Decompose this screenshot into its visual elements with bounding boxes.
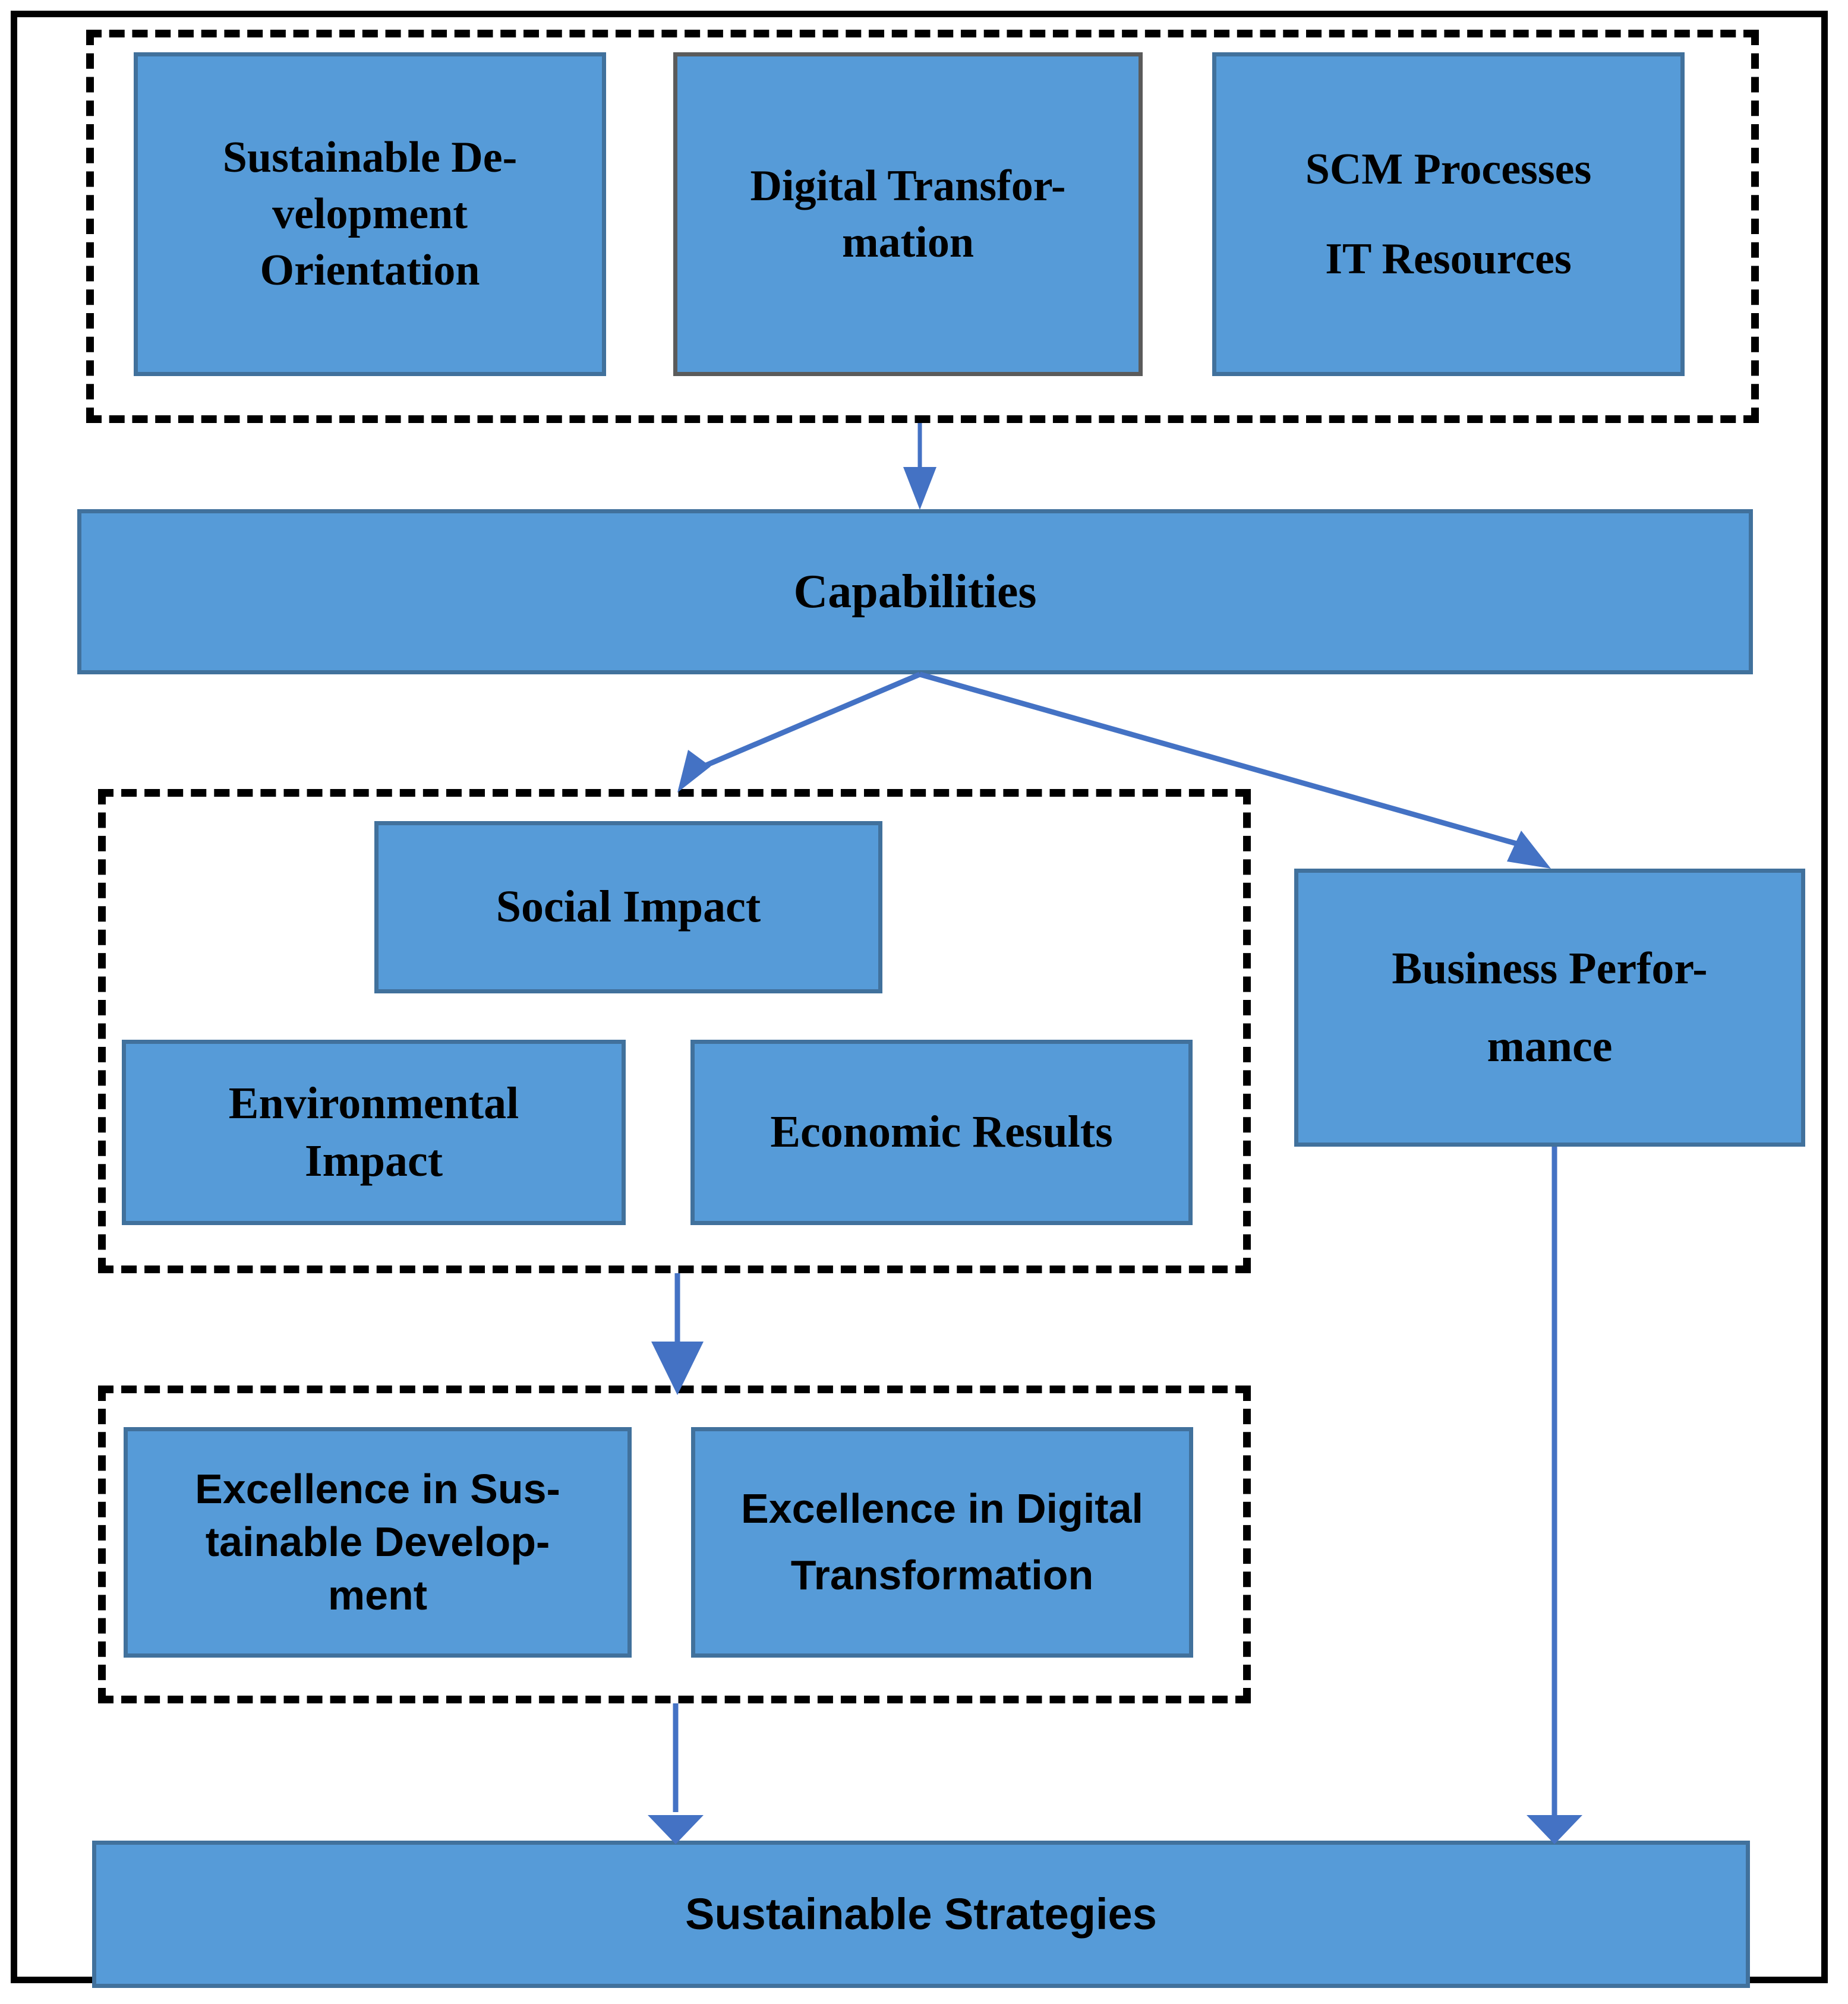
node-label-line-1: Excellence in Sus- bbox=[195, 1465, 560, 1512]
node-label: Environmental Impact bbox=[132, 1075, 616, 1191]
node-label: Capabilities bbox=[793, 565, 1037, 618]
node-label: Digital Transfor- mation bbox=[683, 158, 1133, 270]
node-label: Excellence in Digital Transformation bbox=[701, 1482, 1183, 1602]
node-label: Business Perfor- mance bbox=[1304, 940, 1795, 1076]
node-label: Social Impact bbox=[496, 882, 761, 932]
node-label-line-2: tainable Develop- bbox=[205, 1519, 550, 1566]
node-social-impact[interactable]: Social Impact bbox=[374, 821, 882, 993]
node-sustainable-strategies[interactable]: Sustainable Strategies bbox=[92, 1841, 1750, 1988]
node-label: Sustainable Strategies bbox=[685, 1889, 1157, 1939]
node-business-performance[interactable]: Business Perfor- mance bbox=[1294, 869, 1805, 1147]
node-capabilities[interactable]: Capabilities bbox=[77, 509, 1753, 674]
node-label: Economic Results bbox=[770, 1107, 1113, 1157]
node-label: Sustainable De- velopment Orientation bbox=[144, 130, 596, 298]
node-label-line-2: Impact bbox=[304, 1136, 443, 1186]
node-label-line-1: Business Perfor- bbox=[1392, 943, 1708, 993]
node-label-line-1: Excellence in Digital bbox=[741, 1485, 1143, 1532]
node-label-line-scm-processes: SCM Processes bbox=[1305, 144, 1592, 194]
node-label: Excellence in Sus- tainable Develop- men… bbox=[134, 1463, 622, 1623]
node-label-line-1: Environmental bbox=[228, 1078, 519, 1128]
node-label-line-1: Digital Transfor- bbox=[750, 161, 1066, 210]
node-label-line-2: mation bbox=[842, 217, 974, 267]
node-economic-results[interactable]: Economic Results bbox=[690, 1040, 1193, 1225]
node-label-line-it-resources: IT Resources bbox=[1325, 234, 1572, 283]
node-excellence-in-digital-transformation[interactable]: Excellence in Digital Transformation bbox=[691, 1427, 1193, 1658]
node-label-line-3: Orientation bbox=[260, 245, 480, 295]
node-label-line-3: ment bbox=[327, 1571, 428, 1618]
antecedents-group bbox=[86, 30, 1759, 423]
node-label-line-1: Sustainable De- bbox=[222, 133, 518, 182]
node-label-line-2: Transformation bbox=[790, 1552, 1094, 1598]
node-scm-processes-it-resources[interactable]: SCM Processes IT Resources bbox=[1212, 52, 1685, 376]
node-sustainable-development-orientation[interactable]: Sustainable De- velopment Orientation bbox=[134, 52, 606, 376]
node-environmental-impact[interactable]: Environmental Impact bbox=[122, 1040, 626, 1225]
node-label-line-2: mance bbox=[1487, 1021, 1613, 1071]
node-digital-transformation[interactable]: Digital Transfor- mation bbox=[673, 52, 1143, 376]
node-excellence-in-sustainable-development[interactable]: Excellence in Sus- tainable Develop- men… bbox=[124, 1427, 632, 1658]
node-label: SCM Processes IT Resources bbox=[1222, 141, 1674, 287]
node-label-line-2: velopment bbox=[272, 190, 468, 239]
